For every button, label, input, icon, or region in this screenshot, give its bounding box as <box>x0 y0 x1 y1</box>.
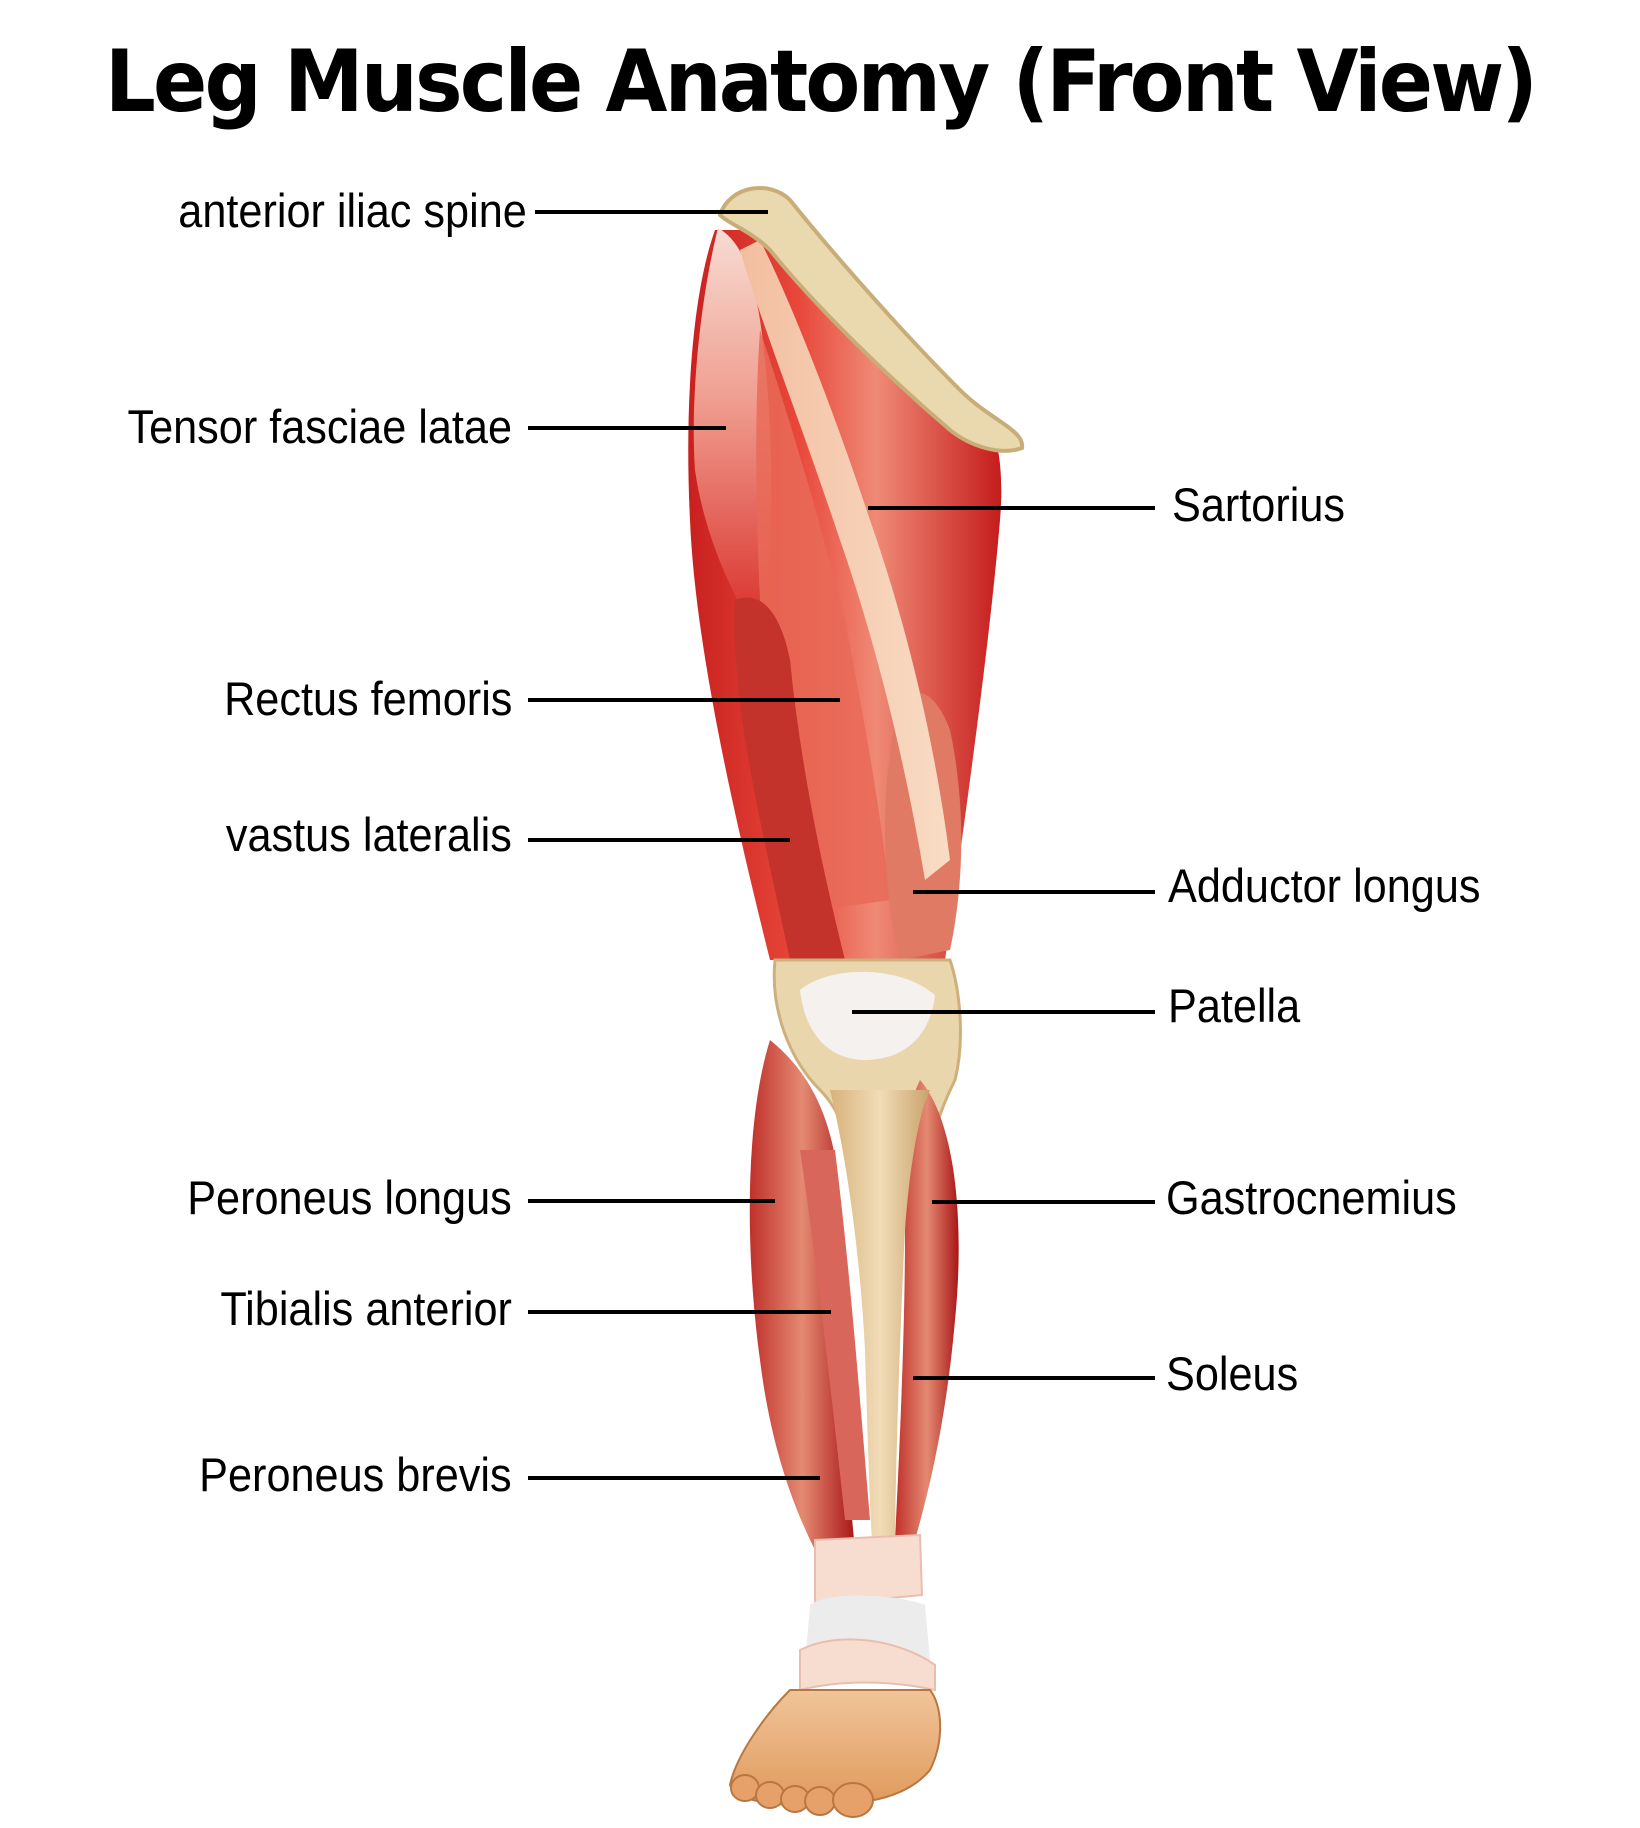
leader-line-rectus-femoris <box>528 698 840 702</box>
leader-line-soleus <box>913 1376 1155 1380</box>
diagram-title: Leg Muscle Anatomy (Front View) <box>104 32 1538 132</box>
label-tensor-fasciae-latae: Tensor fasciae latae <box>127 400 512 453</box>
leader-line-tibialis-anterior <box>528 1310 831 1314</box>
label-soleus: Soleus <box>1166 1347 1299 1400</box>
leader-line-sartorius <box>868 506 1155 510</box>
leader-line-peroneus-brevis <box>528 1476 820 1480</box>
leader-line-tensor-fasciae-latae <box>528 426 726 430</box>
leader-line-vastus-lateralis <box>528 838 790 842</box>
label-sartorius: Sartorius <box>1172 478 1346 531</box>
label-peroneus-brevis: Peroneus brevis <box>199 1448 512 1501</box>
label-rectus-femoris: Rectus femoris <box>223 672 512 725</box>
label-peroneus-longus: Peroneus longus <box>187 1171 512 1224</box>
label-vastus-lateralis: vastus lateralis <box>226 808 512 861</box>
label-tibialis-anterior: Tibialis anterior <box>220 1282 512 1335</box>
leader-line-gastrocnemius <box>932 1200 1155 1204</box>
label-gastrocnemius: Gastrocnemius <box>1166 1171 1457 1224</box>
leader-line-patella <box>852 1010 1155 1014</box>
label-anterior-iliac-spine: anterior iliac spine <box>178 184 527 237</box>
label-adductor-longus: Adductor longus <box>1168 859 1481 912</box>
leader-line-adductor-longus <box>913 890 1155 894</box>
leader-line-anterior-iliac-spine <box>535 210 768 214</box>
label-patella: Patella <box>1168 979 1301 1032</box>
leader-line-peroneus-longus <box>528 1199 775 1203</box>
